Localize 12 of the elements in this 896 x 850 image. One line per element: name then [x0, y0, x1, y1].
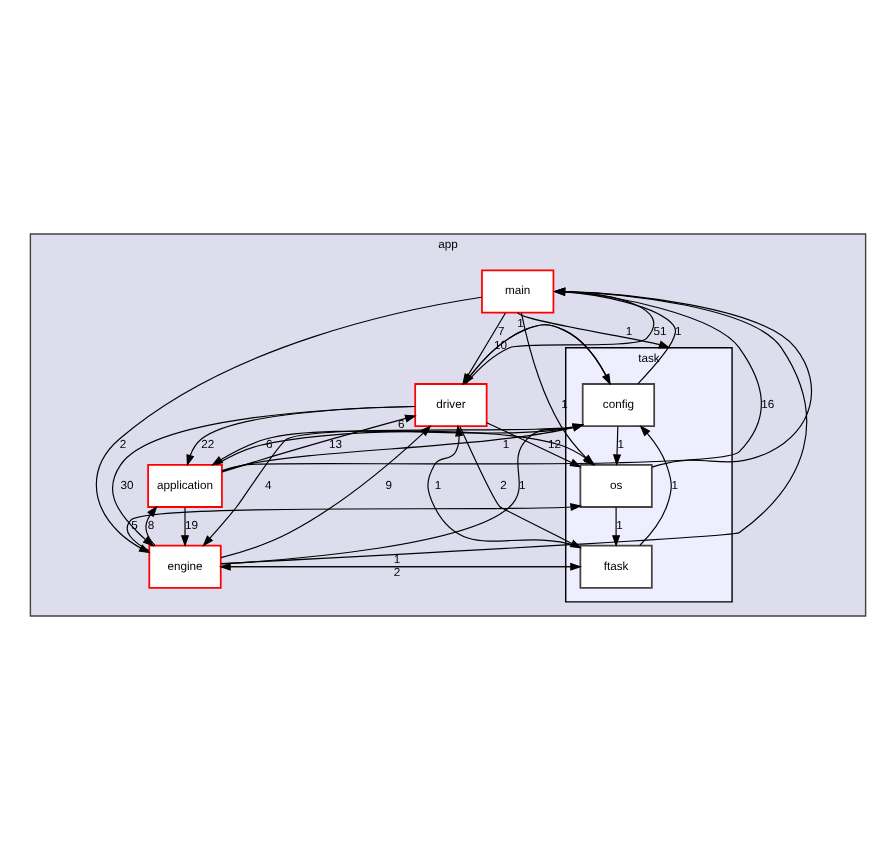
arrow: [221, 414, 417, 473]
arrow: [111, 405, 416, 547]
arrow: [612, 425, 622, 467]
arrow: [180, 506, 190, 547]
arrow: [486, 422, 582, 468]
arrow: [612, 506, 621, 547]
arrow: [145, 505, 158, 546]
arrow: [220, 287, 808, 565]
arrow: [186, 405, 416, 467]
arrow: [517, 311, 671, 349]
arrow: [221, 287, 762, 472]
arrow: [639, 424, 672, 546]
